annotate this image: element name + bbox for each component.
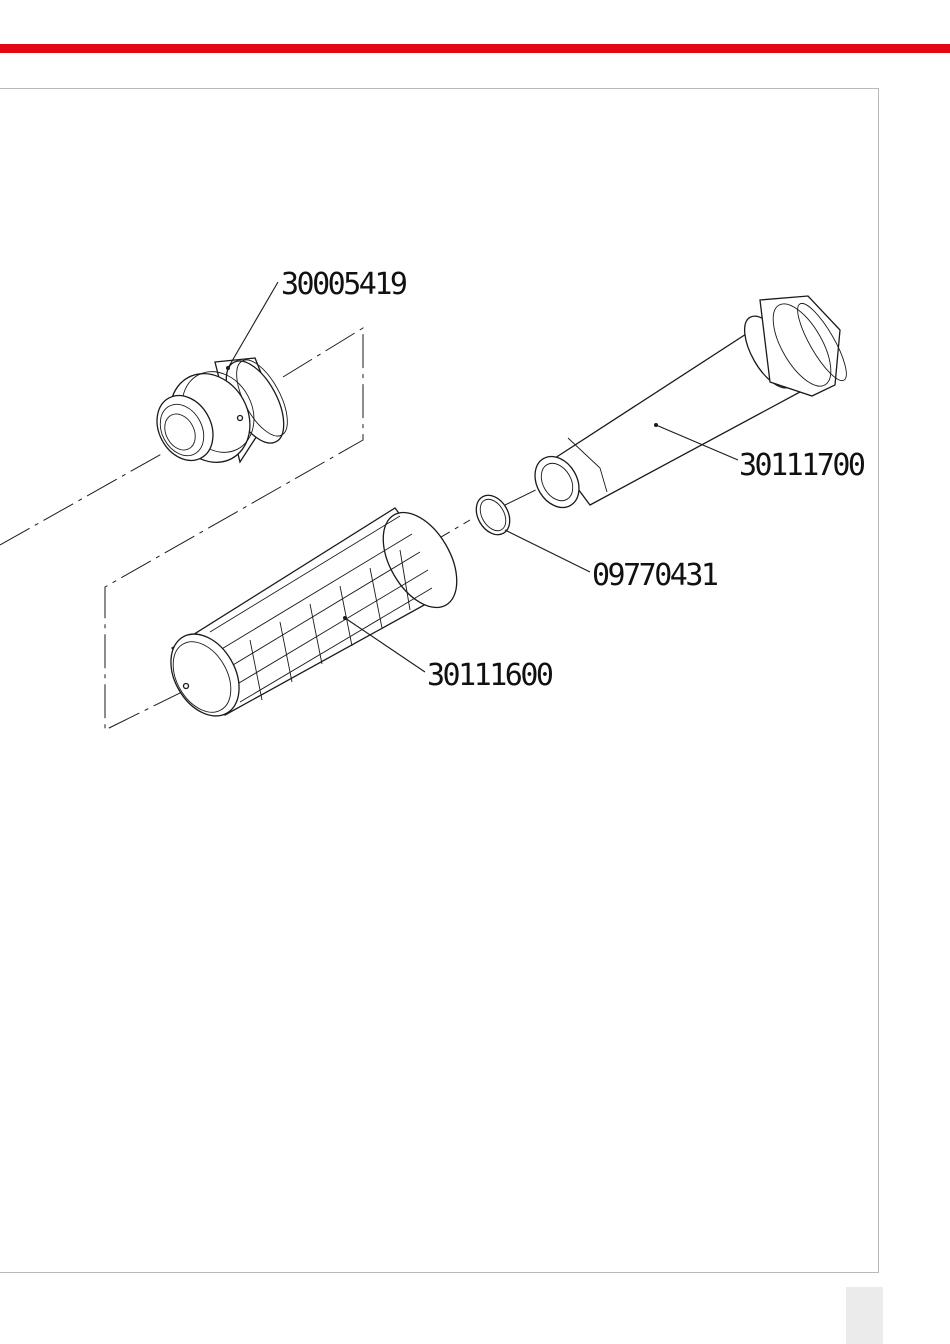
part-label-30005419: 30005419 <box>281 267 407 302</box>
grip-sleeve <box>157 500 472 728</box>
sealing-ring <box>470 489 517 540</box>
part-label-30111600: 30111600 <box>427 658 553 693</box>
part-label-30111700: 30111700 <box>739 448 865 483</box>
part-label-09770431: 09770431 <box>592 558 718 593</box>
adapter-fitting <box>146 352 298 477</box>
